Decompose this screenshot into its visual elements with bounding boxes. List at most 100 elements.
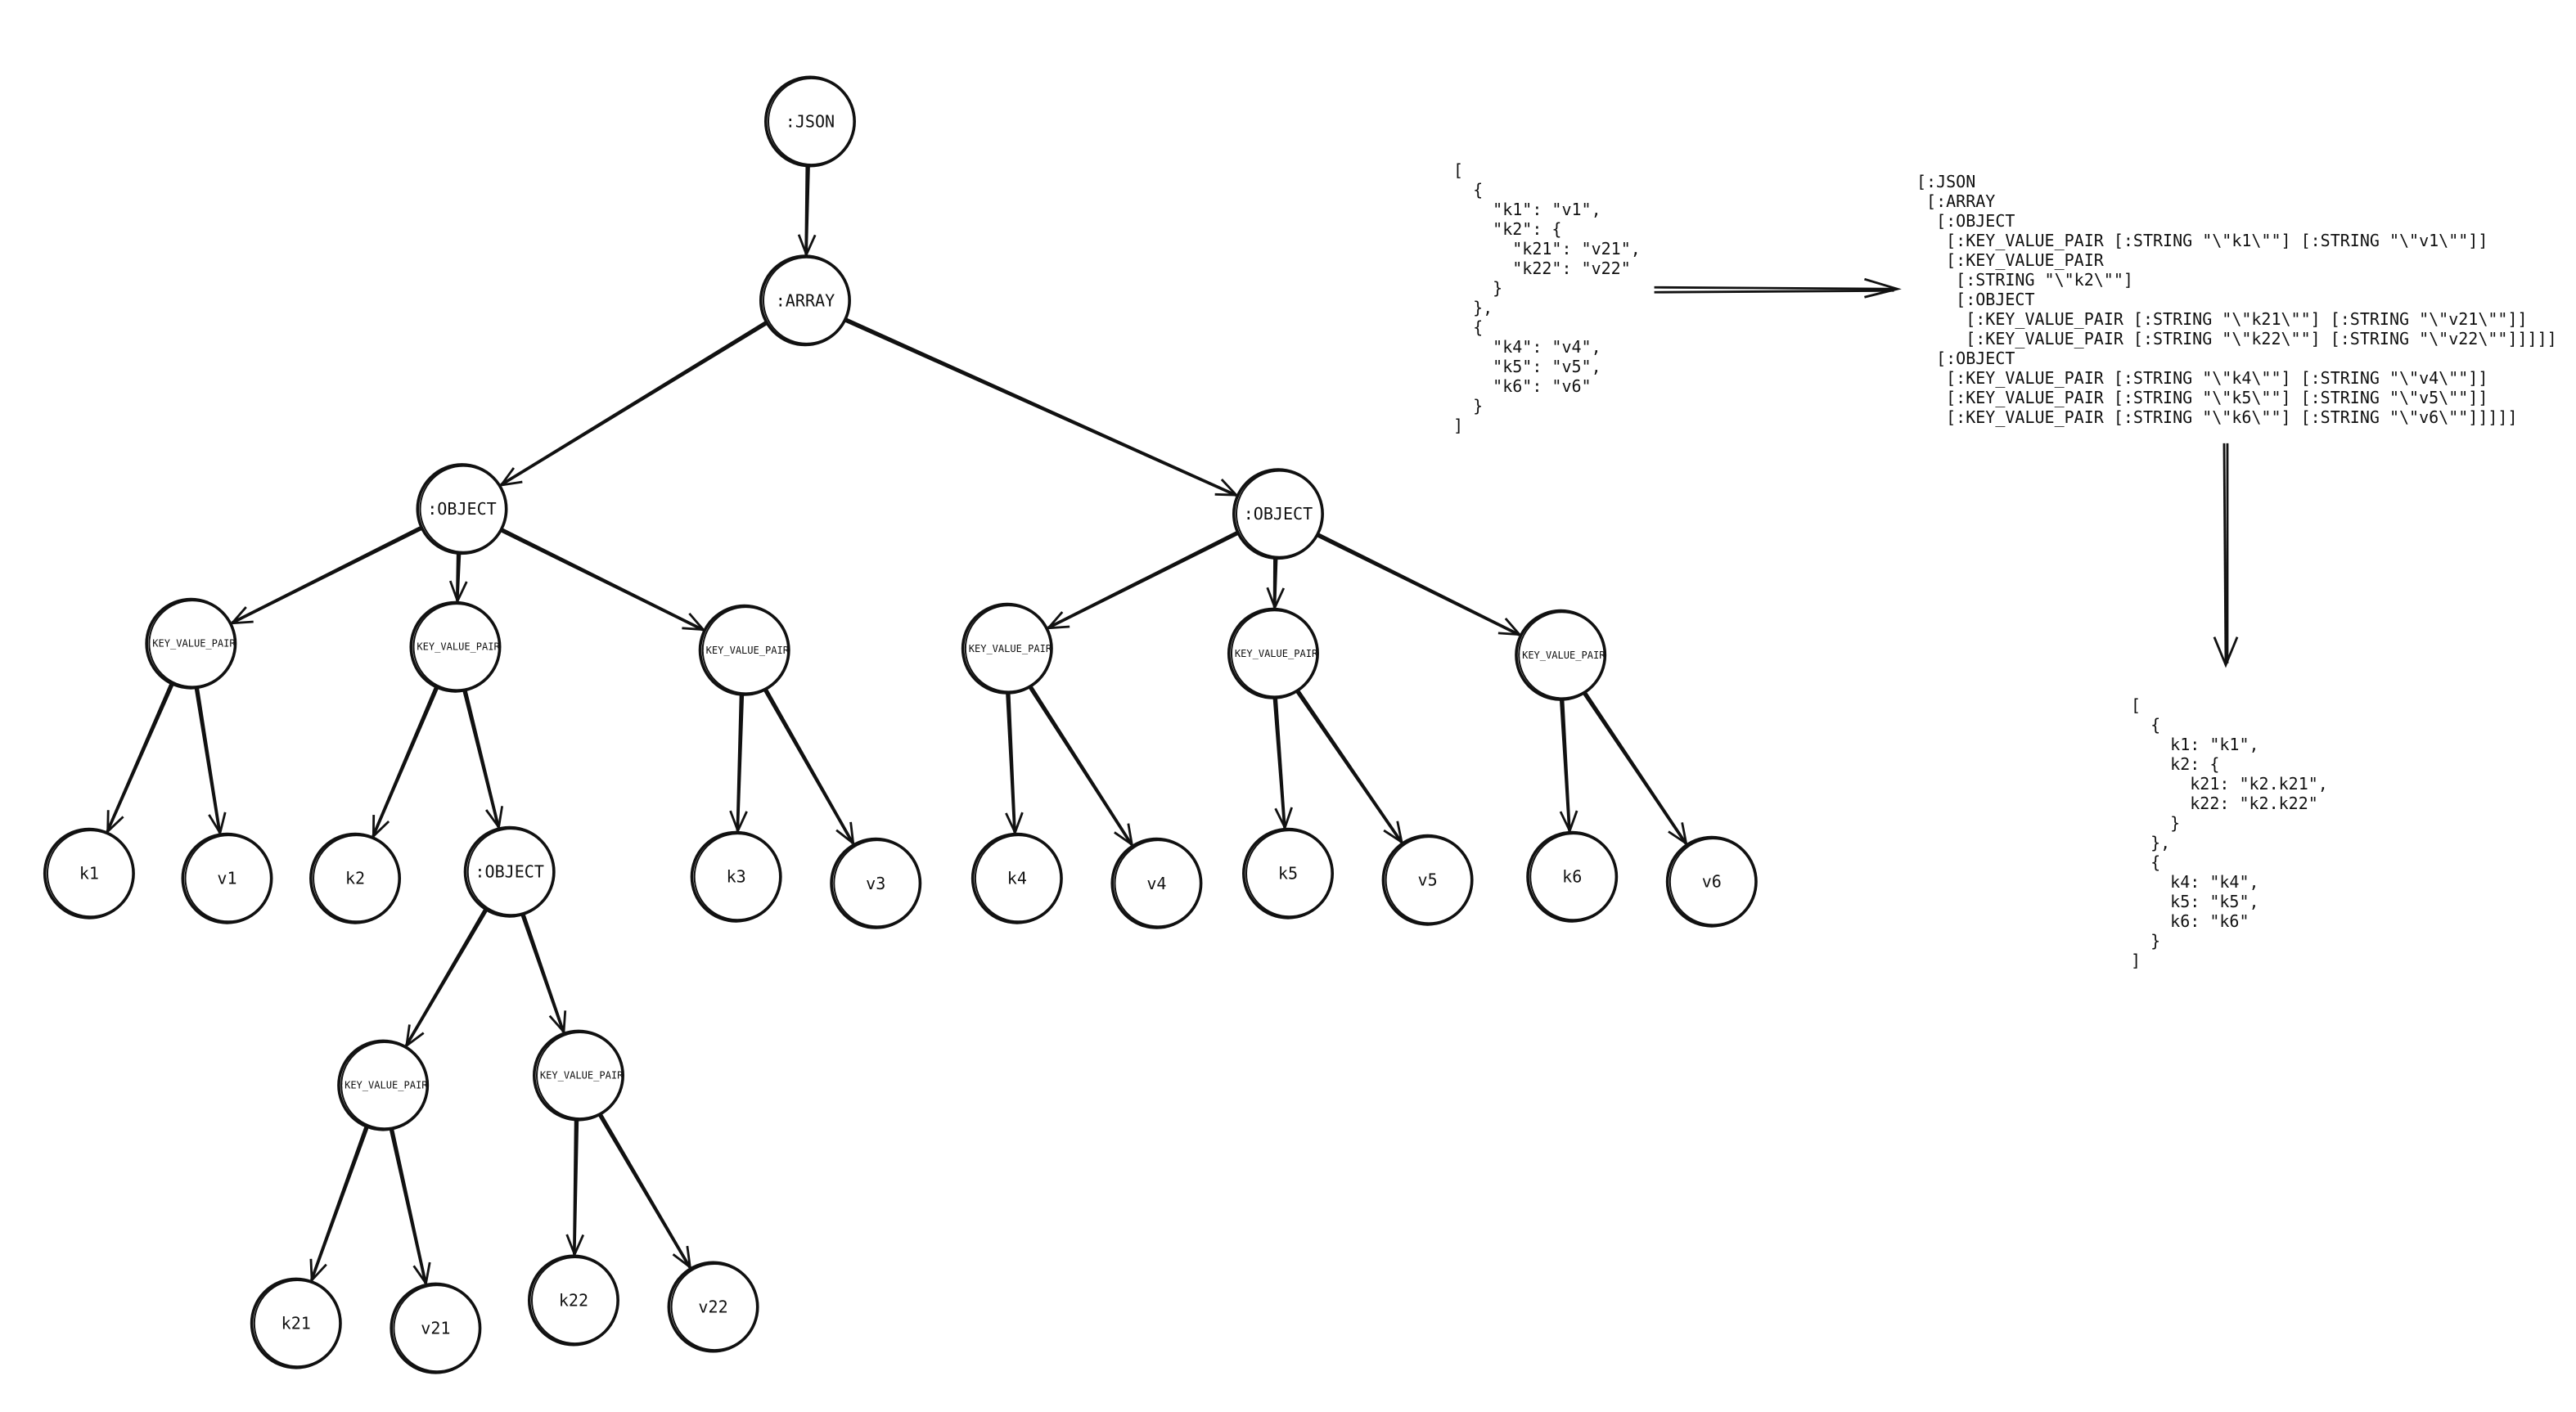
code-line: }	[1453, 396, 1484, 416]
edge-arrow-kv6-v6	[1582, 691, 1688, 847]
node-json: :JSON	[763, 75, 856, 168]
edge-arrow-kv3-k3	[729, 694, 748, 834]
node-label: :KEY_VALUE_PAIR	[411, 641, 500, 653]
code-line: [:KEY_VALUE_PAIR [:STRING "\"k1\""] [:ST…	[1916, 231, 2488, 250]
code-line: [:KEY_VALUE_PAIR [:STRING "\"k21\""] [:S…	[1916, 309, 2528, 329]
code-line: [:JSON	[1916, 172, 1976, 191]
node-k1: k1	[43, 827, 135, 920]
node-label: k2	[345, 869, 365, 888]
code-line: "k5": "v5",	[1453, 357, 1601, 376]
node-label: k21	[281, 1314, 311, 1333]
edge-arrow-kv4-k4	[1005, 692, 1024, 836]
node-v21: v21	[390, 1282, 482, 1374]
edge-arrow-array-obj2	[844, 317, 1240, 497]
node-circle	[833, 839, 921, 928]
node-label: k6	[1562, 867, 1582, 887]
node-circle	[1385, 836, 1473, 924]
code-line: [:OBJECT	[1916, 349, 2015, 368]
code-line: k6: "k6"	[2131, 911, 2249, 931]
code-line: [:STRING "\"k2\""]	[1916, 270, 2133, 290]
code-line: },	[1453, 298, 1493, 317]
code-line: [:KEY_VALUE_PAIR [:STRING "\"k6\""] [:ST…	[1916, 407, 2518, 427]
node-circle	[419, 465, 507, 553]
edge-arrow-kv1-k1	[106, 682, 174, 834]
code-line: [:KEY_VALUE_PAIR [:STRING "\"k4\""] [:ST…	[1916, 368, 2488, 388]
code-line: "k1": "v1",	[1453, 200, 1601, 219]
edge-arrow-kv21-k21	[309, 1126, 369, 1284]
node-label: :ARRAY	[776, 290, 835, 310]
node-v6: v6	[1665, 835, 1758, 928]
code-line: "k2": {	[1453, 219, 1562, 239]
code-line: [	[2131, 695, 2141, 715]
code-line: [	[1453, 160, 1464, 180]
code-line: {	[1453, 180, 1484, 200]
node-label: v21	[421, 1319, 450, 1338]
node-circle	[974, 834, 1063, 923]
node-circle	[412, 603, 501, 691]
node-circle	[1235, 470, 1324, 558]
node-obj2: :OBJECT	[1232, 468, 1324, 560]
node-label: :OBJECT	[1244, 504, 1313, 524]
node-label: :JSON	[786, 112, 835, 132]
code-line: },	[2131, 833, 2171, 852]
code-line: k5: "k5",	[2131, 892, 2259, 911]
node-obj3: :OBJECT	[463, 825, 556, 918]
edge-arrow-obj3-kv21	[404, 908, 489, 1049]
code-line: "k4": "v4",	[1453, 337, 1601, 357]
arrow-parse-tree-to-output	[2213, 443, 2239, 668]
code-line: k2: {	[2131, 754, 2220, 774]
edge-arrow-kv6-k6	[1559, 699, 1578, 834]
node-kv2: :KEY_VALUE_PAIR	[409, 600, 502, 693]
node-label: :KEY_VALUE_PAIR	[700, 645, 789, 656]
edge-arrow-json-array	[797, 165, 817, 258]
node-label: k1	[79, 864, 99, 884]
code-line: "k22": "v22"	[1453, 259, 1631, 278]
node-label: :KEY_VALUE_PAIR	[1516, 650, 1605, 661]
node-label: v6	[1702, 872, 1722, 892]
arrow-json-to-parse-tree	[1654, 277, 1902, 299]
node-label: k22	[559, 1291, 588, 1311]
code-line: ]	[1453, 416, 1464, 435]
node-k2: k2	[309, 832, 402, 924]
node-circle	[693, 833, 781, 921]
code-line: {	[1453, 317, 1484, 337]
node-k21: k21	[250, 1277, 342, 1369]
code-line: "k6": "v6"	[1453, 376, 1592, 396]
code-line: [:ARRAY	[1916, 191, 1996, 211]
code-line: {	[2131, 852, 2161, 872]
node-k6: k6	[1526, 830, 1619, 923]
node-label: :OBJECT	[427, 499, 497, 519]
node-label: :KEY_VALUE_PAIR	[534, 1070, 624, 1081]
node-label: k3	[727, 867, 746, 887]
edge-arrow-kv2-k2	[372, 686, 439, 839]
node-label: :KEY_VALUE_PAIR	[962, 643, 1052, 654]
node-label: k5	[1278, 864, 1298, 884]
node-label: :KEY_VALUE_PAIR	[1229, 648, 1318, 659]
node-circle	[393, 1284, 481, 1373]
code-line: }	[2131, 813, 2181, 833]
edge-arrow-kv5-k5	[1272, 697, 1293, 831]
node-v1: v1	[181, 832, 273, 924]
node-label: v1	[217, 869, 236, 888]
node-v22: v22	[667, 1261, 759, 1353]
node-kv4: :KEY_VALUE_PAIR	[961, 602, 1053, 695]
node-kv22: :KEY_VALUE_PAIR	[532, 1029, 624, 1122]
edge-arrow-obj2-kv6	[1316, 533, 1523, 636]
edge-arrow-kv1-v1	[194, 687, 227, 836]
code-line: ]	[2131, 951, 2141, 970]
code-line: k21: "k2.k21",	[2131, 774, 2328, 794]
edge-arrow-obj2-kv4	[1045, 530, 1240, 630]
node-circle	[964, 605, 1052, 693]
node-k4: k4	[971, 832, 1063, 924]
code-line: k1: "k1",	[2131, 735, 2259, 754]
node-v5: v5	[1381, 834, 1474, 926]
edge-arrow-kv4-v4	[1028, 685, 1134, 848]
edge-arrow-kv22-k22	[565, 1119, 585, 1257]
node-label: :KEY_VALUE_PAIR	[146, 638, 236, 650]
node-circle	[536, 1031, 624, 1120]
node-kv5: :KEY_VALUE_PAIR	[1227, 607, 1319, 699]
edge-arrow-obj1-kv2	[448, 553, 468, 605]
node-circle	[148, 600, 236, 688]
node-kv1: :KEY_VALUE_PAIR	[145, 597, 237, 690]
